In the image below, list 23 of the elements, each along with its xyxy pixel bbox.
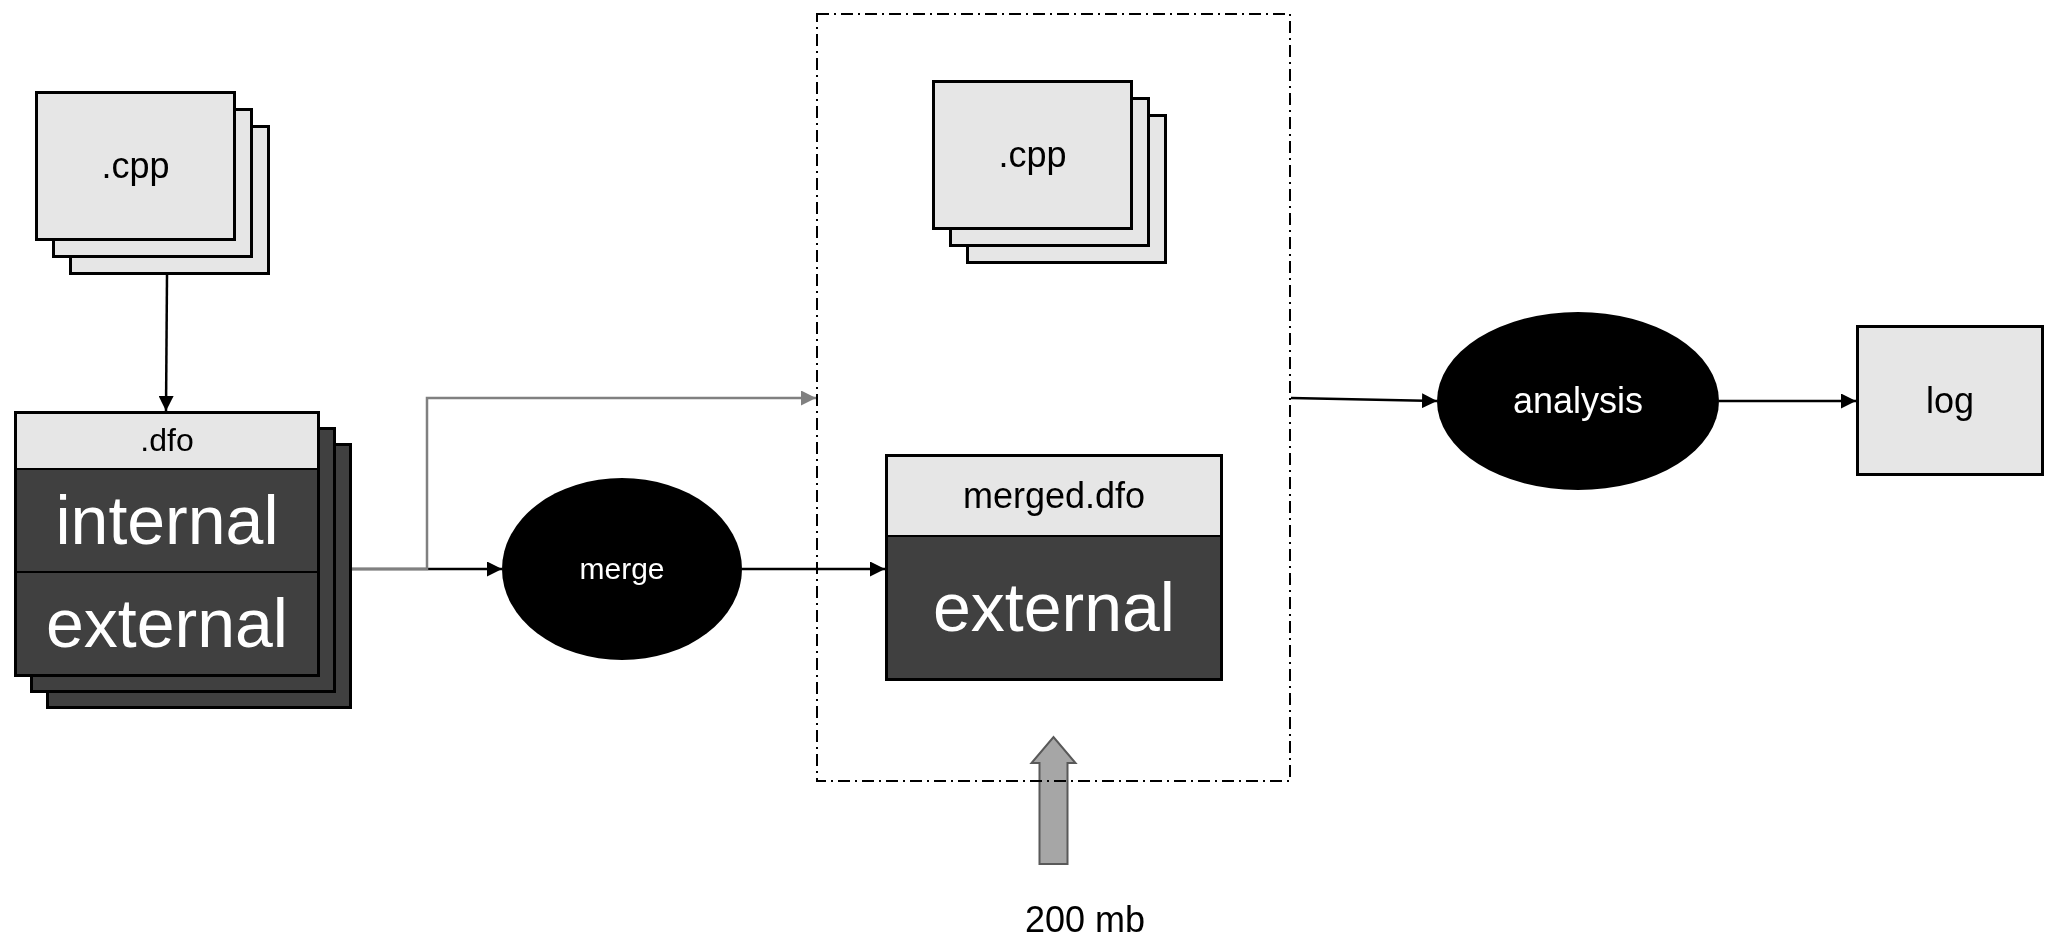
dash-dot-boundary [816,13,1291,782]
size-text: 200 mb [1024,901,1146,939]
arrow [352,390,816,571]
file-label: .cpp [998,136,1067,174]
section-label: external [46,587,288,660]
section-label: internal [55,484,279,557]
arrow [742,561,885,577]
file-stack [35,91,270,275]
section-label: external [933,571,1175,644]
file-box [885,454,1223,681]
file-label: .cpp [101,147,170,185]
arrow [1719,393,1856,409]
process-label: merge [579,553,665,585]
process-label: analysis [1512,382,1644,420]
file-label: merged.dfo [962,477,1146,515]
arrow [1290,393,1438,409]
file-stack [932,80,1167,264]
file-stack [14,411,352,709]
file-label: .dfo [140,424,194,458]
block-arrow [1029,735,1078,865]
output-box [1856,325,2044,476]
output-label: log [1925,381,1974,420]
arrow [158,275,174,411]
